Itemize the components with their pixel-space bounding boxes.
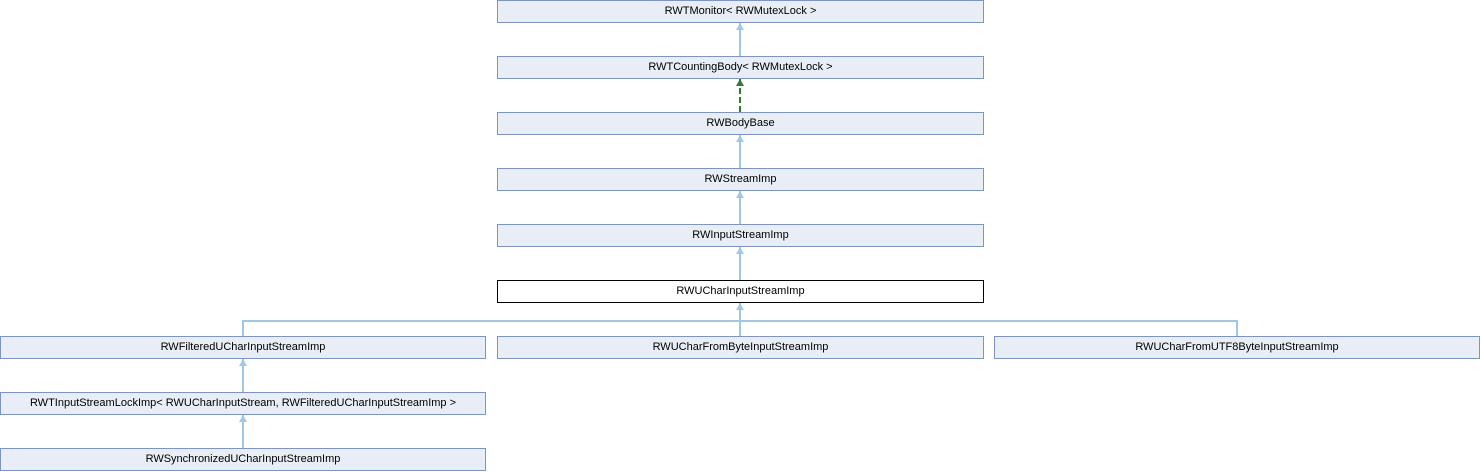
edge-bodybase-to-countingbody-dashed xyxy=(739,79,741,112)
node-rwstreamimp[interactable]: RWStreamImp xyxy=(497,168,984,191)
node-rwtinputstreamlockimp[interactable]: RWTInputStreamLockImp< RWUCharInputStrea… xyxy=(0,392,486,415)
arrowhead-up-icon xyxy=(736,191,744,198)
edge-branch-horizontal xyxy=(242,320,1238,322)
node-rwtcountingbody[interactable]: RWTCountingBody< RWMutexLock > xyxy=(497,56,984,79)
edge-countingbody-to-monitor xyxy=(739,23,741,56)
node-rwucharfromutf8byteinputstreamimp[interactable]: RWUCharFromUTF8ByteInputStreamImp xyxy=(994,336,1480,359)
node-rwfiltereducharinputstreamimp[interactable]: RWFilteredUCharInputStreamImp xyxy=(0,336,486,359)
node-rwucharinputstreamimp-current: RWUCharInputStreamImp xyxy=(497,280,984,303)
edge-streamimp-to-bodybase xyxy=(739,135,741,168)
arrowhead-up-icon xyxy=(736,303,744,310)
node-rwsynchronizeducharinputstreamimp[interactable]: RWSynchronizedUCharInputStreamImp xyxy=(0,448,486,471)
edge-ucharinputstreamimp-to-inputstreamimp xyxy=(739,247,741,280)
arrowhead-up-icon xyxy=(736,247,744,254)
arrowhead-up-icon xyxy=(736,135,744,142)
edge-branch-drop-right xyxy=(1236,320,1238,336)
arrowhead-up-icon xyxy=(239,359,247,366)
edge-lockimp-to-filtered xyxy=(242,359,244,392)
node-rwinputstreamimp[interactable]: RWInputStreamImp xyxy=(497,224,984,247)
edge-inputstreamimp-to-streamimp xyxy=(739,191,741,224)
node-rwbodybase[interactable]: RWBodyBase xyxy=(497,112,984,135)
arrowhead-up-icon xyxy=(239,415,247,422)
edge-branch-drop-left xyxy=(242,320,244,336)
edge-children-to-ucharinputstreamimp xyxy=(739,303,741,336)
arrowhead-up-icon xyxy=(736,23,744,30)
edge-synchronized-to-lockimp xyxy=(242,415,244,448)
node-rwtmonitor[interactable]: RWTMonitor< RWMutexLock > xyxy=(497,0,984,23)
node-rwucharfrombyteinputstreamimp[interactable]: RWUCharFromByteInputStreamImp xyxy=(497,336,984,359)
arrowhead-up-icon xyxy=(736,79,744,86)
